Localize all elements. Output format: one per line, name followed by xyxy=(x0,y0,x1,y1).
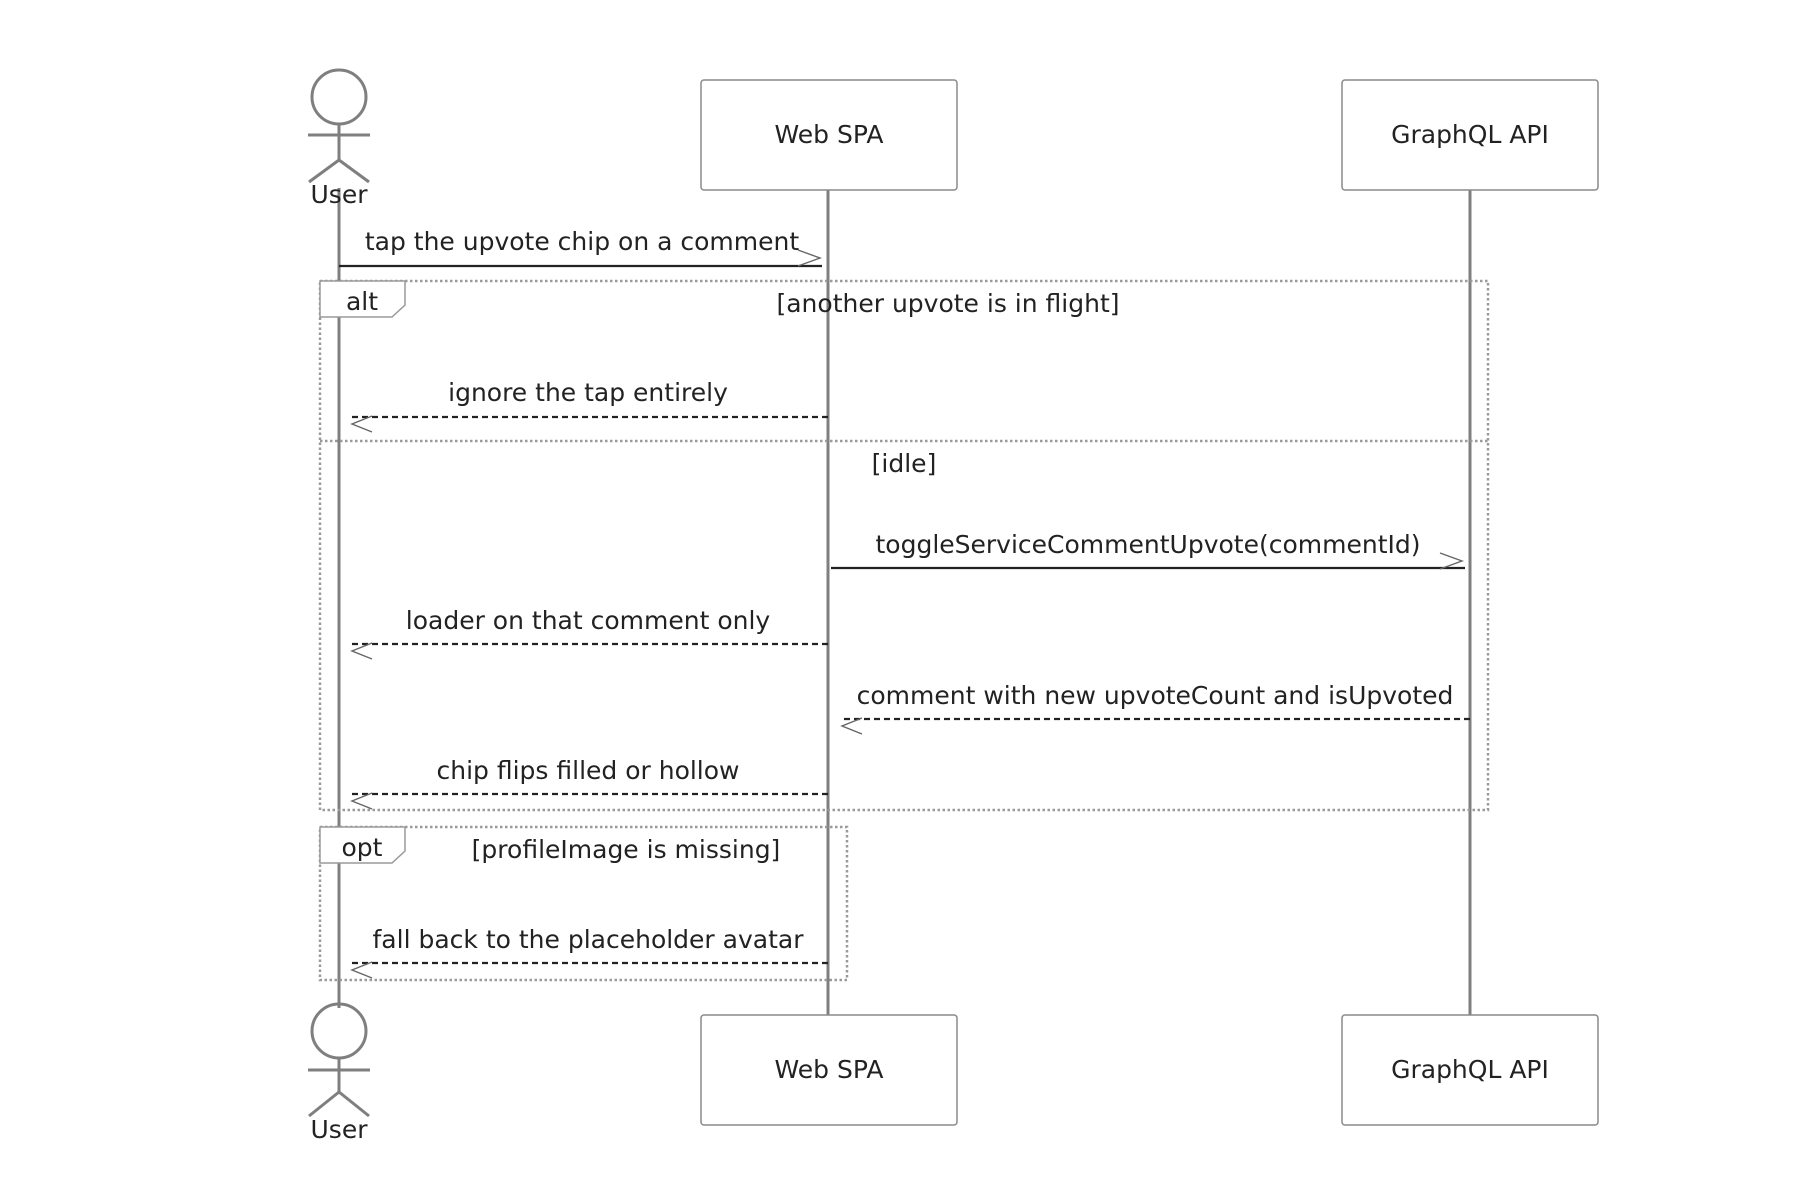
participant-label-graphql-api-bottom: GraphQL API xyxy=(1391,1055,1549,1084)
user-head xyxy=(310,68,368,126)
message-7: fall back to the placeholder avatar xyxy=(350,925,828,979)
participant-label-user-top: User xyxy=(311,180,369,209)
message-label-1: tap the upvote chip on a comment xyxy=(365,227,800,256)
message-3: toggleServiceCommentUpvote(commentId) xyxy=(831,530,1465,570)
message-6: chip flips filled or hollow xyxy=(350,756,828,810)
participant-graphql-api-top: GraphQL API xyxy=(1341,79,1599,191)
participant-label-user-bottom: User xyxy=(311,1115,369,1144)
message-label-3: toggleServiceCommentUpvote(commentId) xyxy=(875,530,1420,559)
participant-web-spa-bottom: Web SPA xyxy=(700,1014,958,1126)
message-label-5: comment with new upvoteCount and isUpvot… xyxy=(857,681,1454,710)
participant-web-spa-top: Web SPA xyxy=(700,79,958,191)
message-label-4: loader on that comment only xyxy=(406,606,771,635)
participant-label-web-spa-bottom: Web SPA xyxy=(775,1055,884,1084)
message-5: comment with new upvoteCount and isUpvot… xyxy=(840,681,1470,735)
message-2: ignore the tap entirely xyxy=(350,378,828,433)
alt-condition: [another upvote is in flight] xyxy=(776,289,1119,318)
message-label-7: fall back to the placeholder avatar xyxy=(373,925,805,954)
participant-label-web-spa-top: Web SPA xyxy=(775,120,884,149)
message-1: tap the upvote chip on a comment xyxy=(339,227,823,268)
actor-user-top: User xyxy=(308,68,370,209)
participant-label-graphql-api-top: GraphQL API xyxy=(1391,120,1549,149)
opt-condition: [profileImage is missing] xyxy=(472,835,781,864)
actor-user-bottom: User xyxy=(308,1002,370,1144)
opt-label: opt xyxy=(342,833,383,862)
opt-fragment: opt [profileImage is missing] xyxy=(318,825,849,982)
participant-graphql-api-bottom: GraphQL API xyxy=(1341,1014,1599,1126)
alt-frame xyxy=(318,279,1490,812)
else-condition: [idle] xyxy=(872,449,937,478)
message-label-2: ignore the tap entirely xyxy=(448,378,728,407)
opt-tab xyxy=(319,826,406,864)
message-4: loader on that comment only xyxy=(350,606,828,660)
alt-label: alt xyxy=(346,287,378,316)
alt-tab xyxy=(319,280,406,318)
message-label-6: chip flips filled or hollow xyxy=(436,756,739,785)
alt-fragment: alt [another upvote is in flight] [idle] xyxy=(318,279,1490,812)
user-head-bottom xyxy=(310,1002,368,1060)
